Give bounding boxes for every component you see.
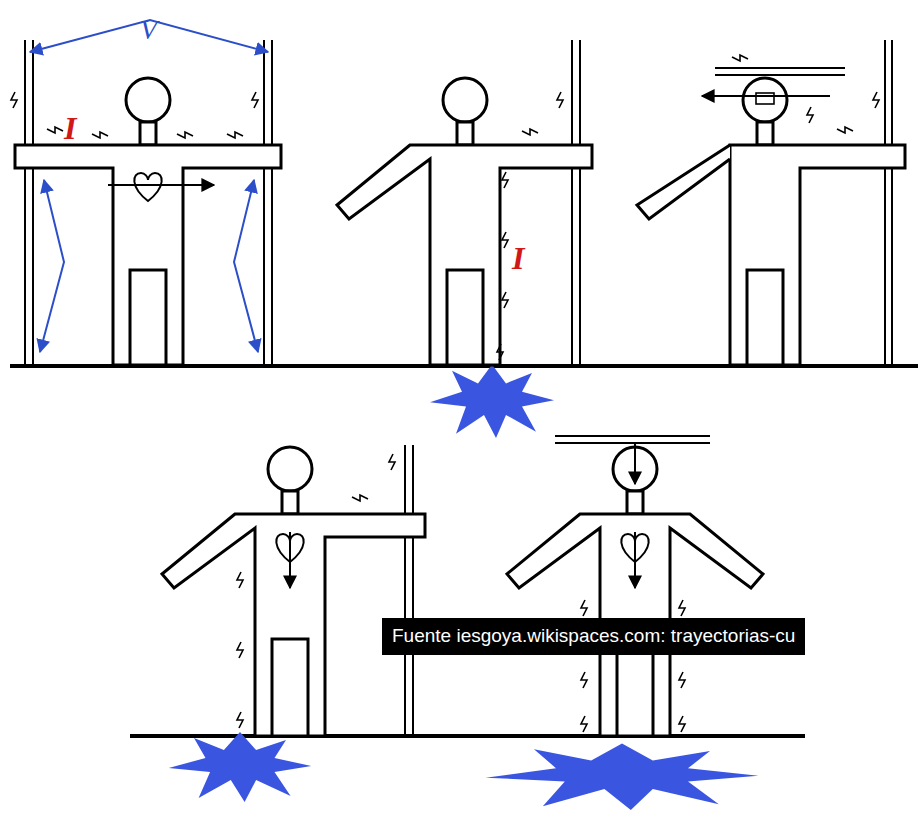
source-caption: Fuente iesgoya.wikispaces.com: trayector… (382, 618, 805, 655)
figure-head-to-hand (637, 40, 905, 366)
ground-line (130, 734, 805, 738)
figure-hand-to-foot (337, 40, 592, 438)
current-arrow (40, 180, 64, 352)
current-label: I (64, 112, 76, 144)
figure-hand-to-hand (11, 20, 281, 366)
current-label: I (512, 242, 524, 274)
voltage-label: V (140, 16, 157, 44)
current-arrow (234, 180, 258, 352)
